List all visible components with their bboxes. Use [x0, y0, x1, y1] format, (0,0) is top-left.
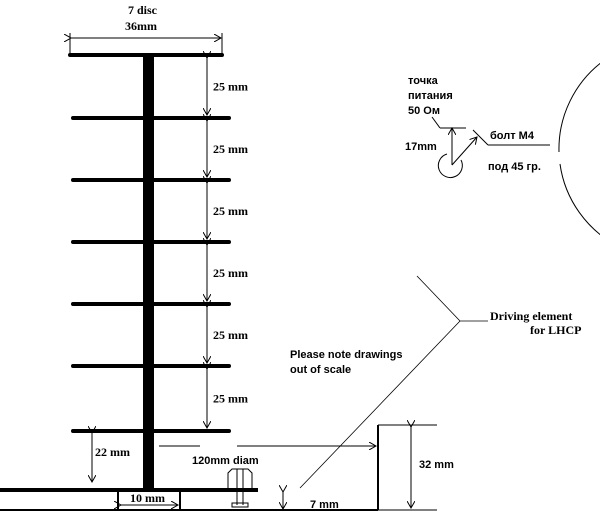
title-line1: 7 disc [128, 3, 158, 17]
bolt-nut [231, 502, 249, 508]
bolt-icon [227, 468, 253, 488]
feed-point-line2: питания [408, 90, 453, 102]
note-line1: Please note drawings [290, 349, 402, 361]
callout-line [416, 275, 461, 322]
spacing-label: 25 mm [213, 266, 248, 280]
feed-height-label: 17mm [405, 141, 437, 153]
mast [143, 55, 154, 488]
callout-line [299, 320, 461, 489]
base-gap-label: 7 mm [310, 499, 339, 511]
feed-point-line1: точка [408, 75, 439, 87]
bolt-hole-circle [437, 153, 463, 179]
feed-point-line3: 50 Ом [408, 105, 440, 117]
driving-element-line2: for LHCP [530, 323, 581, 337]
title-line2: 36mm [125, 19, 157, 33]
spacing-label: 25 mm [213, 142, 248, 156]
rim-height-label: 32 mm [419, 459, 454, 471]
driving-element-detail-circle [558, 62, 600, 235]
bolt-label: болт M4 [490, 130, 535, 142]
mast-width-label: 10 mm [130, 491, 165, 505]
note-line2: out of scale [290, 364, 351, 376]
spacing-label: 25 mm [213, 204, 248, 218]
spacing-label: 25 mm [213, 392, 248, 406]
bolt-leader [472, 129, 489, 146]
spacing-label: 25 mm [213, 80, 248, 94]
driving-element-line1: Driving element [490, 309, 572, 323]
spacing-dimensions: 25 mm 25 mm 25 mm 25 mm 25 mm 25 mm [207, 58, 248, 428]
angle-arrow [451, 137, 477, 166]
angle-label: под 45 гр. [488, 161, 541, 173]
feed-leader [431, 116, 441, 129]
bottom-gap-label: 22 mm [95, 445, 130, 459]
reflector-label: 120mm diam [192, 455, 259, 467]
spacing-label: 25 mm [213, 328, 248, 342]
